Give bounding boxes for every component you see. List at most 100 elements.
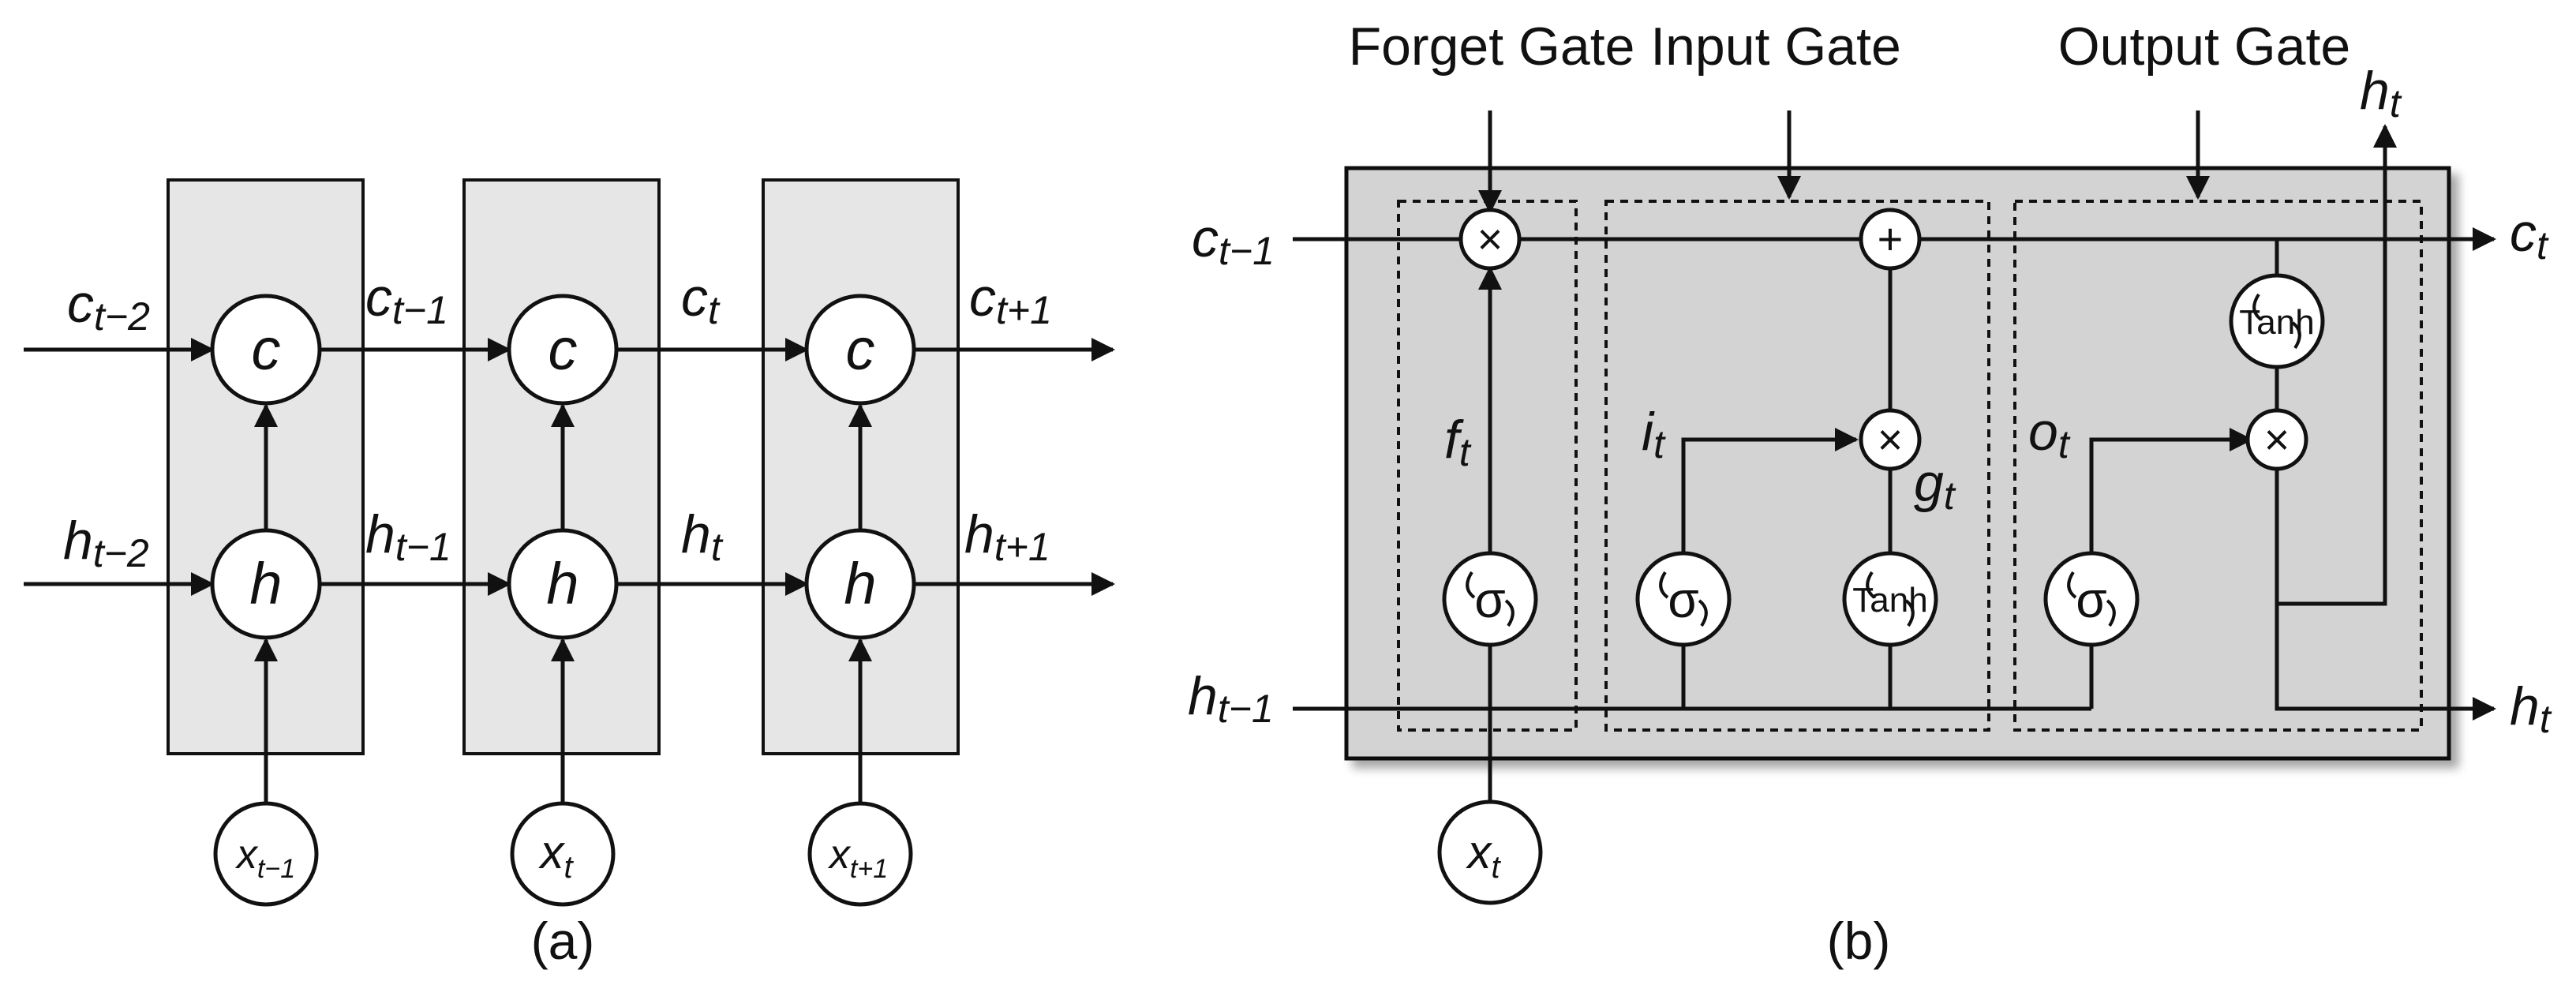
- input-sigma-node: σ: [1635, 551, 1732, 647]
- c-label-sub: t−1: [392, 288, 448, 332]
- input-gate-region: [1604, 200, 1990, 732]
- c-in-base: c: [1192, 208, 1219, 268]
- x-input-node-1: xt−1: [213, 801, 319, 907]
- c-node-label: c: [252, 316, 281, 382]
- c-label-sub: t−2: [94, 294, 150, 339]
- x-input-node: xt: [1437, 799, 1543, 905]
- h-node-label: h: [844, 551, 876, 616]
- c-label-base: c: [365, 268, 392, 328]
- c-label-base: c: [681, 268, 708, 328]
- x-input-label: xt: [1465, 826, 1501, 885]
- multiply-icon: ×: [1878, 414, 1904, 464]
- h-in-sub: t−1: [1218, 687, 1274, 731]
- panel-b-caption: (b): [1827, 912, 1891, 970]
- c-node-3: c: [804, 294, 916, 406]
- tanh-icon: Tanh: [2239, 303, 2314, 342]
- x-input-base: x: [234, 832, 259, 878]
- c-node-1: c: [210, 294, 322, 406]
- o-label-sub: t: [2058, 422, 2071, 466]
- x-input-base: x: [1465, 826, 1492, 878]
- h-label-t-minus-2: ht−2: [63, 511, 149, 575]
- g-label-sub: t: [1944, 474, 1956, 518]
- c-label-t-minus-2: ct−2: [67, 274, 150, 339]
- c-out-label: ct: [2510, 203, 2549, 268]
- h-label-base: h: [964, 504, 994, 564]
- x-input-sub: t: [564, 850, 574, 885]
- h-top-sub: t: [2390, 81, 2402, 125]
- c-label-base: c: [969, 268, 996, 328]
- input-tanh-node: Tanh: [1842, 551, 1938, 647]
- h-out-label: ht: [2510, 676, 2552, 741]
- h-label-sub: t: [711, 525, 724, 569]
- c-in-label: ct−1: [1192, 208, 1275, 273]
- o-to-mul-arrow: [2089, 428, 2253, 552]
- h-top-line: [2277, 124, 2397, 606]
- x-input-sub: t−1: [257, 854, 295, 884]
- add-node: +: [1859, 208, 1922, 271]
- panel-a-caption: (a): [531, 912, 595, 970]
- c-out-sub: t: [2537, 223, 2549, 268]
- forget-multiply-node: ×: [1458, 208, 1522, 271]
- h-out-line: [2275, 466, 2496, 721]
- h-in-label: ht−1: [1188, 666, 1274, 731]
- panel-a: c c c h h h xt−1 xt: [24, 178, 1115, 970]
- h-label-sub: t−2: [93, 531, 149, 575]
- x-input-base: x: [827, 832, 852, 878]
- x-input-node-2: xt: [510, 801, 616, 907]
- multiply-icon: ×: [1477, 214, 1503, 264]
- i-to-mul-arrow: [1681, 428, 1859, 552]
- input-multiply-node: ×: [1859, 408, 1922, 471]
- multiply-icon: ×: [2264, 414, 2290, 464]
- o-label: ot: [2028, 402, 2071, 466]
- forget-gate-title: Forget Gate: [1349, 17, 1635, 77]
- output-multiply-node: ×: [2245, 408, 2308, 471]
- forget-sigma-node: σ: [1442, 551, 1538, 647]
- h-out-sub: t: [2540, 697, 2552, 741]
- input-gate-title: Input Gate: [1650, 17, 1901, 77]
- h-node-label: h: [249, 551, 282, 616]
- c-label-t: ct: [681, 268, 721, 332]
- x-input-label-2: xt: [537, 826, 574, 885]
- h-top-base: h: [2360, 61, 2390, 121]
- x-input-sub: t+1: [850, 854, 888, 884]
- c-in-sub: t−1: [1219, 229, 1275, 273]
- c-label-t-plus-1: ct+1: [969, 268, 1052, 332]
- h-label-sub: t+1: [994, 525, 1050, 569]
- h-top-label: ht: [2360, 61, 2402, 125]
- sigma-icon: σ: [1474, 571, 1506, 628]
- h-label-base: h: [681, 504, 711, 564]
- c-label-sub: t: [708, 288, 721, 332]
- h-label-base: h: [63, 511, 93, 571]
- output-gate-title: Output Gate: [2058, 17, 2350, 77]
- g-label: gt: [1914, 453, 1956, 518]
- h-node-2: h: [507, 528, 619, 640]
- h-label-base: h: [365, 504, 395, 564]
- sigma-icon: σ: [1668, 571, 1699, 628]
- h-label-sub: t−1: [395, 525, 451, 569]
- plus-icon: +: [1878, 214, 1904, 264]
- h-label-t-minus-1: ht−1: [365, 504, 451, 569]
- c-node-2: c: [507, 294, 619, 406]
- c-label-sub: t+1: [996, 288, 1052, 332]
- panel-b: Forget Gate Input Gate Output Gate: [1188, 17, 2552, 970]
- i-label-base: i: [1642, 402, 1655, 462]
- h-node-1: h: [210, 528, 322, 640]
- f-label: ft: [1444, 410, 1472, 474]
- x-input-label-3: xt+1: [827, 832, 888, 884]
- x-input-node-3: xt+1: [807, 801, 913, 907]
- h-out-base: h: [2510, 676, 2540, 736]
- c-label-base: c: [67, 274, 94, 334]
- h-label-t-plus-1: ht+1: [964, 504, 1050, 569]
- h-label-t: ht: [681, 504, 724, 569]
- o-label-base: o: [2028, 402, 2058, 462]
- i-label: it: [1642, 402, 1666, 466]
- c-label-t-minus-1: ct−1: [365, 268, 448, 332]
- h-node-3: h: [804, 528, 916, 640]
- h-node-label: h: [546, 551, 578, 616]
- output-sigma-node: σ: [2043, 551, 2140, 647]
- c-node-label: c: [846, 316, 875, 382]
- h-in-base: h: [1188, 666, 1218, 726]
- g-label-base: g: [1914, 453, 1944, 513]
